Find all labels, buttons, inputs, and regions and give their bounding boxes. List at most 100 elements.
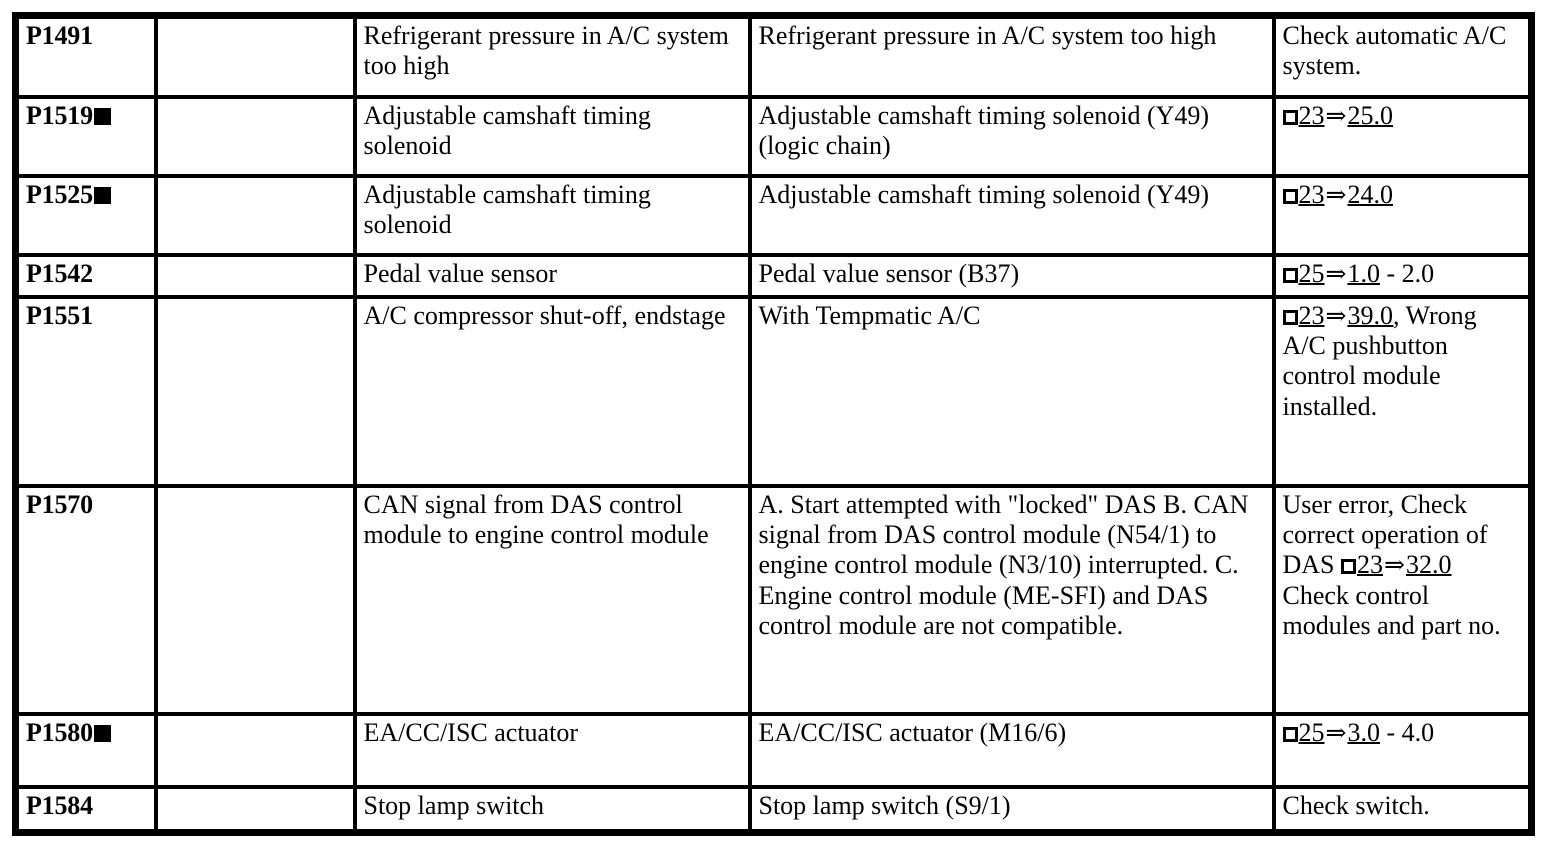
blank-cell <box>153 784 357 835</box>
description-text: Adjustable camshaft timing solenoid <box>363 179 651 239</box>
hollow-square-icon <box>1282 188 1298 204</box>
detail-text: EA/CC/ISC actuator (M16/6) <box>758 717 1067 747</box>
blank-cell <box>153 252 357 299</box>
action-cell: Check automatic A/C system. <box>1271 13 1534 99</box>
ref-from: 23 <box>1298 300 1325 330</box>
detail-text: Adjustable camshaft timing solenoid (Y49… <box>758 100 1210 160</box>
dtc-code-cell: P1570 <box>13 483 158 716</box>
action-text: Check control modules and part no. <box>1282 580 1501 641</box>
dtc-code: P1525 <box>26 179 93 209</box>
description-cell: Pedal value sensor <box>352 252 752 299</box>
hollow-square-icon <box>1282 109 1298 125</box>
double-arrow-icon: ⇒ <box>1325 260 1347 288</box>
action-cell: 25⇒1.0 - 2.0 <box>1271 252 1534 299</box>
table-body: P1491 Refrigerant pressure in A/C system… <box>13 13 1534 835</box>
double-arrow-icon: ⇒ <box>1325 181 1347 209</box>
detail-cell: Adjustable camshaft timing solenoid (Y49… <box>747 173 1276 257</box>
hollow-square-icon <box>1282 309 1298 325</box>
ref-from: 23 <box>1357 550 1384 580</box>
dtc-code-cell: P1525 <box>13 173 158 257</box>
blank-cell <box>153 173 357 257</box>
action-text: Wrong A/C pushbutton control module inst… <box>1282 300 1477 421</box>
dtc-code-cell: P1519 <box>13 94 158 178</box>
dtc-code: P1570 <box>26 489 93 519</box>
table-row: P1570 CAN signal from DAS control module… <box>13 483 1534 716</box>
dtc-code: P1491 <box>26 21 93 50</box>
action-cell: 23⇒39.0, Wrong A/C pushbutton control mo… <box>1271 294 1534 488</box>
dtc-code: P1584 <box>26 790 93 820</box>
filled-square-icon <box>93 107 111 125</box>
hollow-square-icon <box>1282 267 1298 283</box>
dtc-code-cell: P1580 <box>13 711 158 789</box>
detail-cell: Pedal value sensor (B37) <box>747 252 1276 299</box>
ref-to: 24.0 <box>1347 179 1393 209</box>
ref-to: 1.0 <box>1347 258 1380 288</box>
blank-cell <box>153 13 357 99</box>
action-cell: User error, Check correct operation of D… <box>1271 483 1534 716</box>
description-text: EA/CC/ISC actuator <box>363 717 578 747</box>
action-prefix: User error, Check correct operation of D… <box>1282 489 1488 580</box>
detail-text: With Tempmatic A/C <box>758 300 981 330</box>
ref-suffix: - 2.0 <box>1379 258 1435 288</box>
description-cell: Adjustable camshaft timing solenoid <box>352 173 752 257</box>
filled-square-icon <box>93 186 111 204</box>
ref-suffix: - 4.0 <box>1379 717 1435 747</box>
detail-text: Pedal value sensor (B37) <box>758 258 1020 288</box>
blank-cell <box>153 94 357 178</box>
detail-text: Refrigerant pressure in A/C system too h… <box>758 21 1217 50</box>
description-text: CAN signal from DAS control module to en… <box>363 489 709 549</box>
description-cell: A/C compressor shut-off, endstage <box>352 294 752 488</box>
ref-to: 32.0 <box>1405 550 1452 580</box>
ref-from: 25 <box>1298 717 1325 747</box>
ref-to: 3.0 <box>1347 717 1380 747</box>
blank-cell <box>153 294 357 488</box>
description-cell: Adjustable camshaft timing solenoid <box>352 94 752 178</box>
blank-cell <box>153 711 357 789</box>
description-cell: EA/CC/ISC actuator <box>352 711 752 789</box>
ref-from: 23 <box>1298 179 1325 209</box>
action-cell: Check switch. <box>1271 784 1534 835</box>
description-text: Adjustable camshaft timing solenoid <box>363 100 651 160</box>
detail-text: Stop lamp switch (S9/1) <box>758 790 1011 820</box>
description-cell: Refrigerant pressure in A/C system too h… <box>352 13 752 99</box>
action-text: Check switch. <box>1282 790 1430 820</box>
description-text: A/C compressor shut-off, endstage <box>363 300 726 330</box>
double-arrow-icon: ⇒ <box>1325 719 1347 747</box>
dtc-code: P1519 <box>26 100 93 130</box>
dtc-reference-table: P1491 Refrigerant pressure in A/C system… <box>12 12 1535 836</box>
action-text: Check automatic A/C system. <box>1282 21 1507 81</box>
detail-cell: With Tempmatic A/C <box>747 294 1276 488</box>
table-row: P1551 A/C compressor shut-off, endstage … <box>13 294 1534 488</box>
dtc-code: P1580 <box>26 717 93 747</box>
double-arrow-icon: ⇒ <box>1325 302 1347 330</box>
action-cell: 25⇒3.0 - 4.0 <box>1271 711 1534 789</box>
action-cell: 23⇒24.0 <box>1271 173 1534 257</box>
ref-to: 39.0, <box>1347 300 1400 330</box>
description-cell: CAN signal from DAS control module to en… <box>352 483 752 716</box>
double-arrow-icon: ⇒ <box>1325 102 1347 130</box>
detail-cell: EA/CC/ISC actuator (M16/6) <box>747 711 1276 789</box>
description-text: Refrigerant pressure in A/C system too h… <box>363 21 729 81</box>
ref-from: 23 <box>1298 100 1325 130</box>
description-text: Pedal value sensor <box>363 258 558 288</box>
table-row: P1584 Stop lamp switch Stop lamp switch … <box>13 784 1534 835</box>
detail-text: A. Start attempted with "locked" DAS B. … <box>758 489 1249 641</box>
dtc-code-cell: P1551 <box>13 294 158 488</box>
detail-cell: A. Start attempted with "locked" DAS B. … <box>747 483 1276 716</box>
table-row: P1525 Adjustable camshaft timing solenoi… <box>13 173 1534 257</box>
detail-cell: Adjustable camshaft timing solenoid (Y49… <box>747 94 1276 178</box>
blank-cell <box>153 483 357 716</box>
hollow-square-icon <box>1341 559 1357 575</box>
description-cell: Stop lamp switch <box>352 784 752 835</box>
dtc-code: P1542 <box>26 258 93 288</box>
description-text: Stop lamp switch <box>363 790 545 820</box>
action-cell: 23⇒25.0 <box>1271 94 1534 178</box>
table-row: P1542 Pedal value sensor Pedal value sen… <box>13 252 1534 299</box>
dtc-code-cell: P1584 <box>13 784 158 835</box>
dtc-code: P1551 <box>26 300 93 330</box>
table-row: P1519 Adjustable camshaft timing solenoi… <box>13 94 1534 178</box>
ref-to: 25.0 <box>1347 100 1393 130</box>
dtc-code-cell: P1491 <box>13 13 158 99</box>
table-row: P1580 EA/CC/ISC actuator EA/CC/ISC actua… <box>13 711 1534 789</box>
